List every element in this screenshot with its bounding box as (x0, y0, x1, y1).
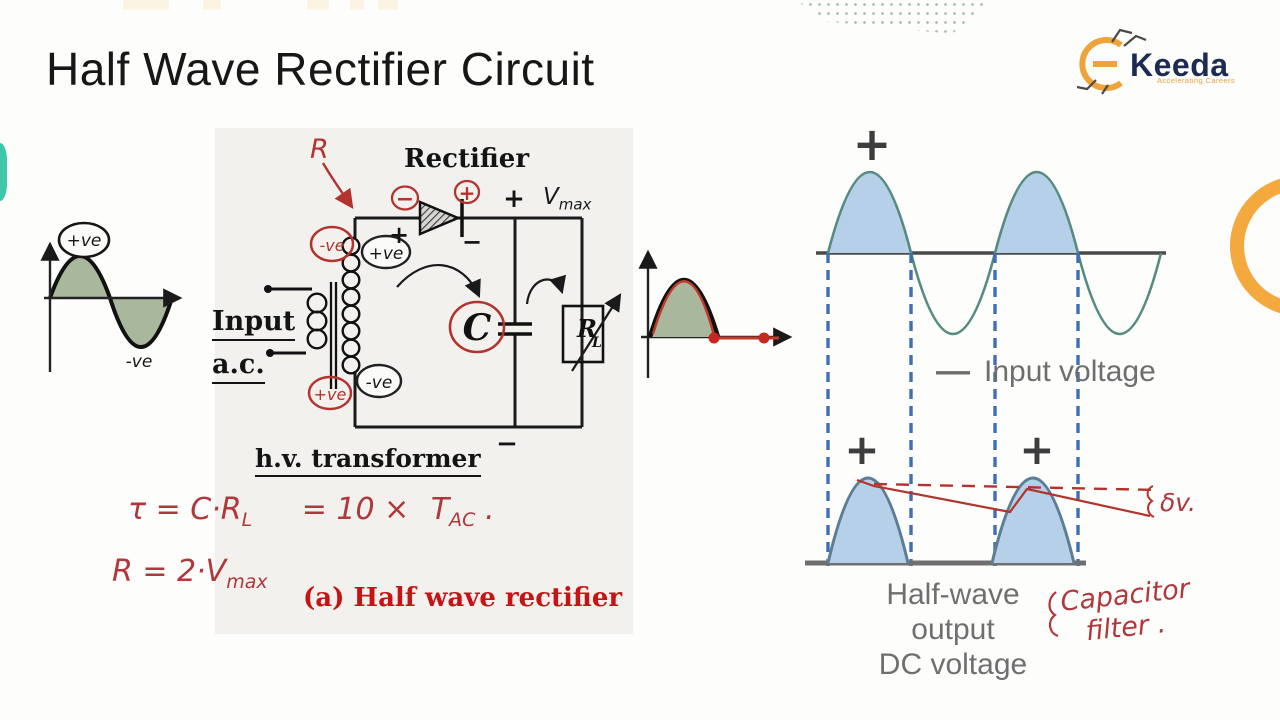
teal-semicircle-decoration (0, 143, 7, 201)
ripple-annotation (856, 478, 1159, 518)
tc-lhs: τ = C·R (128, 492, 242, 527)
output-plus-sign-2: + (1019, 425, 1054, 474)
capacitor-filter-note: Capacitor filter . (1059, 573, 1195, 650)
input-label-line1: Input (212, 306, 296, 341)
piv-sub: max (226, 571, 268, 593)
rectifier-label: Rectifier (404, 144, 530, 174)
output-caption-line1: Half-wave (886, 578, 1020, 611)
vmax-label: Vmax (543, 184, 591, 214)
tc-lhs-sub: L (241, 509, 253, 531)
top-cream-bar (307, 0, 329, 10)
top-cream-bar (203, 0, 221, 10)
tc-rhs: = 10 × (301, 492, 410, 527)
input-plus-sign: + (853, 117, 892, 171)
tc-end: . (484, 492, 495, 527)
input-ac-wave: +ve -ve (40, 221, 183, 372)
ripple-label: δv. (1160, 488, 1196, 517)
vmax-sub: max (558, 195, 592, 214)
input-voltage-plot: + (816, 117, 1166, 566)
input-label-line2: a.c. (212, 349, 265, 384)
rectified-output-wave (638, 249, 793, 378)
positive-label-bubble (57, 221, 111, 259)
tc-sym-sub: AC (449, 509, 476, 531)
output-caption-line2: output (911, 613, 995, 646)
negative-half-label: -ve (126, 352, 153, 372)
piv-lhs: R = 2·V (112, 554, 227, 589)
legend-dash: — (936, 352, 970, 390)
output-caption: Half-wave output DC voltage (808, 577, 1098, 682)
input-voltage-legend: — Input voltage (936, 352, 1156, 391)
formula-piv: R = 2·Vmax (112, 554, 268, 593)
orange-ring-decoration (1230, 176, 1280, 316)
legend-text: Input voltage (984, 354, 1156, 388)
tc-sym: T (430, 492, 450, 527)
top-cream-bar (378, 0, 398, 10)
output-plus-sign-1: + (844, 425, 879, 474)
red-trace (651, 280, 716, 336)
positive-half-label: +ve (67, 231, 102, 251)
output-caption-line3: DC voltage (878, 648, 1028, 681)
cycle-dashed-lines (826, 253, 1080, 566)
ekeeda-brand: Keeda (1130, 47, 1229, 83)
ripple-brace (1146, 485, 1155, 518)
top-cream-bar (350, 0, 364, 10)
formula-time-constant: τ = C·RL = 10 × TAC . (128, 492, 495, 531)
transformer-label: h.v. transformer (255, 444, 481, 477)
input-ac-label: Input a.c. (212, 306, 296, 384)
vmax-v: V (543, 184, 559, 210)
ekeeda-tagline: Accelerating Careers (1157, 76, 1236, 85)
dot-pattern-decoration (796, 0, 993, 34)
page-title: Half Wave Rectifier Circuit (46, 43, 595, 95)
figure-caption: (a) Half wave rectifier (303, 583, 623, 613)
top-cream-bar (123, 0, 169, 10)
